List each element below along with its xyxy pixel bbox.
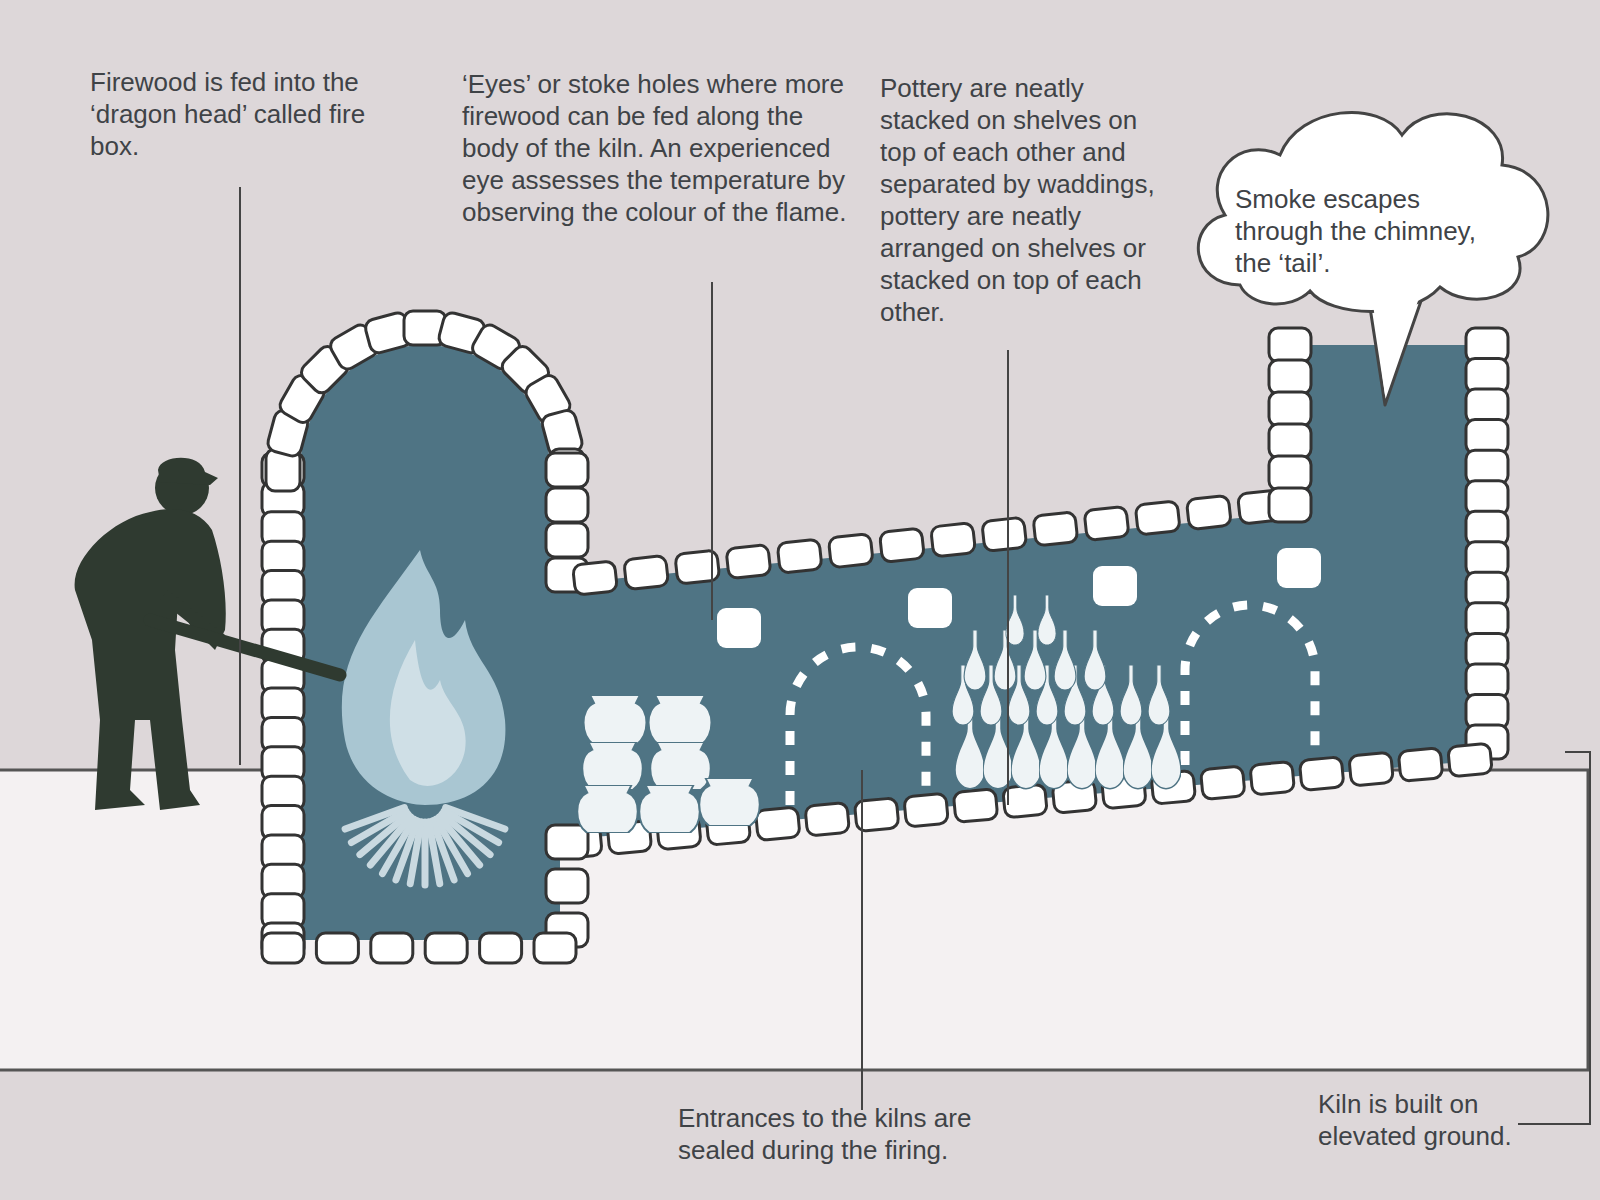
ground-platform (0, 770, 1588, 1070)
cloud-text: Smoke escapes through the chimney, the ‘… (1235, 95, 1515, 279)
callout-text: ‘Eyes’ or stoke holes where more firewoo… (462, 68, 857, 228)
callout-text: Firewood is fed into the ‘dragon head’ c… (90, 66, 390, 162)
speech-cloud: Smoke escapes through the chimney, the ‘… (1180, 95, 1560, 325)
kiln-bricks (262, 311, 1508, 963)
leader-line (240, 187, 1590, 1124)
fire (342, 550, 506, 885)
vases (952, 595, 1181, 789)
callout-text: Entrances to the kilns are sealed during… (678, 1102, 1038, 1166)
stoke-holes (717, 548, 1321, 648)
jars (577, 695, 759, 833)
stoking-pole (150, 620, 340, 675)
callout-text: Pottery are neatly stacked on shelves on… (880, 72, 1180, 328)
kiln-interior (300, 345, 1485, 940)
callout-text: Kiln is built on elevated ground. (1318, 1088, 1548, 1152)
